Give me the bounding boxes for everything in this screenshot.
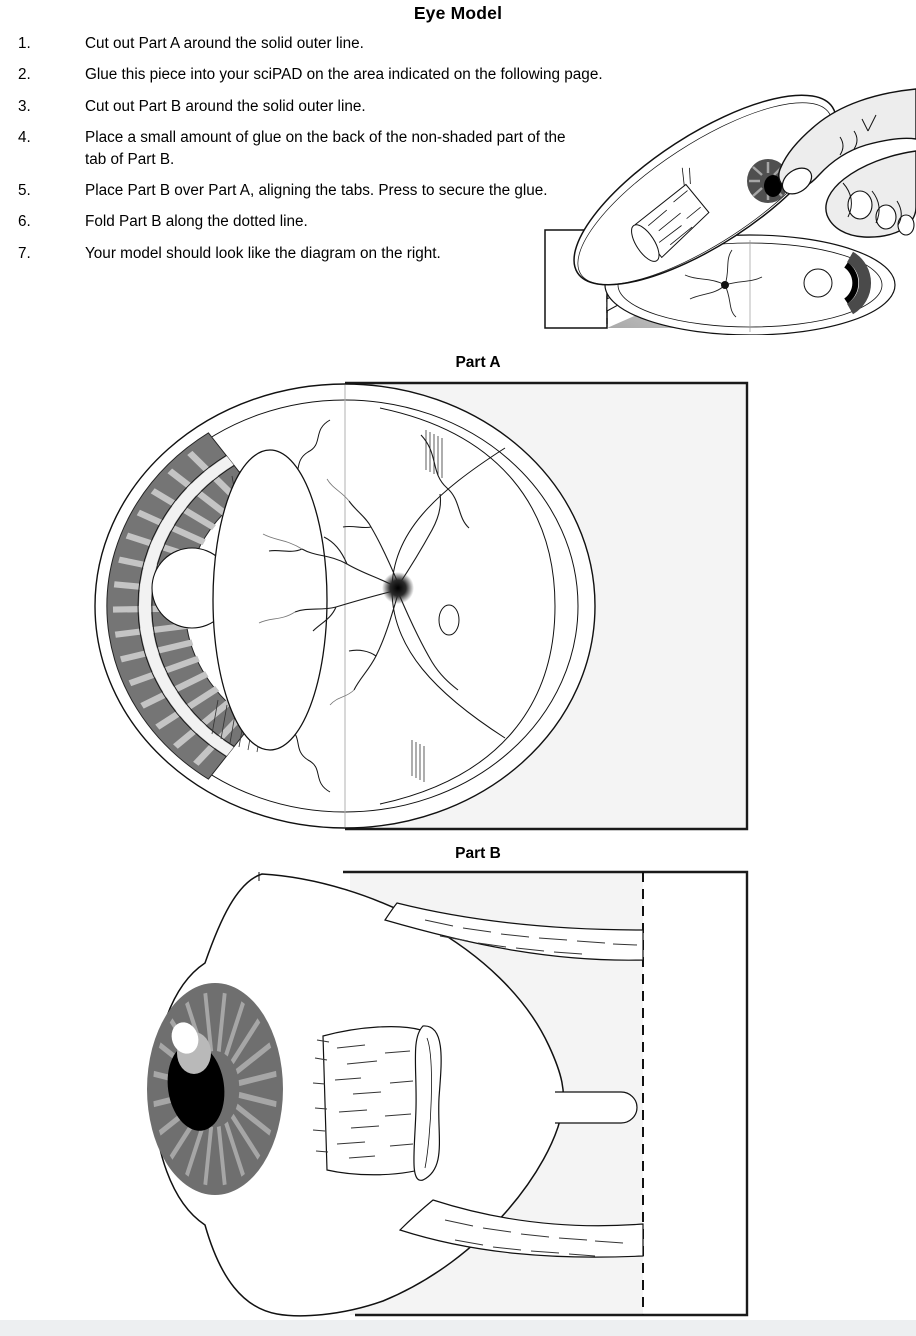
instruction-number: 3. — [18, 97, 31, 115]
instruction-number: 6. — [18, 213, 31, 231]
hand-drawing — [778, 88, 916, 238]
instruction-list: 1. Cut out Part A around the solid outer… — [18, 33, 678, 274]
part-a-label: Part A — [455, 354, 501, 371]
lifted-flap-part-b — [573, 94, 837, 286]
instruction-text: Cut out Part B around the solid outer li… — [85, 97, 366, 115]
iris — [147, 983, 283, 1195]
mini-lens — [803, 268, 833, 298]
instruction-text: Your model should look like the diagram … — [85, 244, 441, 262]
mini-iris-ring — [846, 251, 872, 315]
finger-nail — [875, 204, 897, 230]
inferior-muscle — [398, 1199, 644, 1258]
instruction-item: 6. Fold Part B along the dotted line. — [18, 211, 678, 232]
instruction-number: 2. — [18, 66, 31, 84]
retina-bowl — [379, 407, 556, 805]
fovea — [438, 604, 460, 636]
flap-iris — [747, 159, 789, 203]
part-b-label: Part B — [455, 845, 501, 862]
optic-nerve — [555, 1091, 638, 1124]
eye-highlight — [171, 1022, 199, 1054]
instruction-number: 4. — [18, 129, 31, 147]
lens — [212, 449, 328, 751]
part-a-cut-border — [345, 381, 749, 831]
instruction-text: Fold Part B along the dotted line. — [85, 213, 308, 231]
instruction-item: 3. Cut out Part B around the solid outer… — [18, 96, 678, 117]
optic-disc — [382, 572, 414, 604]
instruction-number: 7. — [18, 244, 31, 262]
finger-nail — [847, 190, 873, 220]
instruction-number: 1. — [18, 35, 31, 52]
flap-pupil — [764, 175, 782, 197]
page-title: Eye Model — [413, 3, 503, 23]
part-b-diagram — [147, 870, 749, 1317]
flap-muscle-sketch — [631, 167, 710, 262]
instruction-text: Cut out Part A around the solid outer li… — [85, 35, 364, 52]
instruction-text: Place Part B over Part A, aligning the t… — [85, 182, 548, 200]
instruction-item: 7. Your model should look like the diagr… — [18, 243, 678, 264]
footer-strip — [0, 1320, 916, 1336]
instruction-item: 2. Glue this piece into your sciPAD on t… — [18, 64, 678, 85]
eye-cross-section — [94, 383, 596, 829]
instruction-text: Place a small amount of glue on the back… — [85, 129, 566, 168]
part-b-cut-border — [343, 870, 749, 1317]
instruction-number: 5. — [18, 182, 31, 200]
thumb-nail — [781, 167, 813, 195]
instruction-item: 4. Place a small amount of glue on the b… — [18, 127, 678, 170]
retinal-vessels — [268, 434, 470, 691]
instruction-item: 1. Cut out Part A around the solid outer… — [18, 33, 678, 54]
medial-muscle — [312, 1025, 442, 1181]
instruction-item: 5. Place Part B over Part A, aligning th… — [18, 180, 678, 201]
part-a-diagram — [94, 381, 749, 831]
model-assembly-illustration — [544, 88, 916, 335]
instruction-text: Glue this piece into your sciPAD on the … — [85, 66, 603, 84]
superior-muscle — [384, 902, 644, 961]
